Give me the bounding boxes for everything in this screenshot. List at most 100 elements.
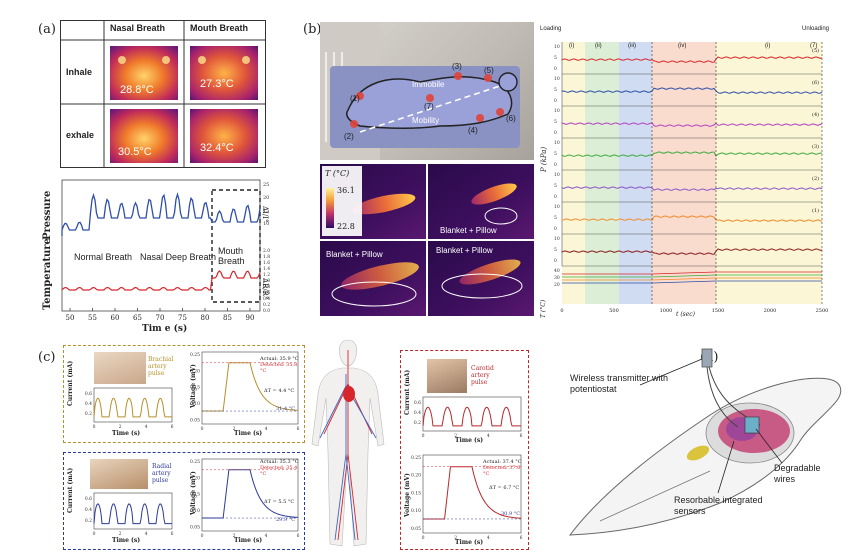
temp-exhale-nasal: 30.5°C: [118, 146, 152, 158]
breath-rtick-top-1: 20: [263, 195, 269, 201]
brachial-y-label: Current (mA): [67, 360, 74, 406]
sensor-ytick-6-2: 0: [554, 258, 557, 264]
carotid-v-x-label: Time (s): [455, 539, 484, 546]
brachial-svg-cur-xtick-0: 0: [93, 424, 96, 430]
breath-rtick-bottom-0: 2.0: [263, 248, 270, 254]
sensor-xtick-2000: 2000: [764, 308, 777, 314]
thermal-image-inhale-nasal: [110, 46, 178, 100]
temperature-series-line: [61, 270, 261, 291]
rat-head-svg: [568, 348, 842, 536]
carotid-delta: ΔT = 6.7 °C: [489, 485, 520, 491]
marker-5: (5): [484, 66, 494, 75]
marker-7: (7): [424, 102, 434, 111]
right-unit-bottom: ΔR/R°: [261, 278, 269, 300]
radial-svg-current-line: [93, 503, 172, 525]
circulatory-figure-svg: [311, 339, 385, 547]
radial-svg-cur-xtick-1: 2: [119, 531, 122, 537]
carotid-svg-volt-ytick-4: 0.05: [411, 526, 421, 532]
sensor-ytick-1-2: 0: [554, 98, 557, 104]
carotid-svg-volt-ytick-3: 0.10: [411, 508, 421, 514]
carotid-svg-volt-xtick-3: 6: [520, 535, 523, 541]
carotid-v-y-label: Voltage (mV): [404, 473, 411, 517]
sensor-series-5: [561, 186, 823, 191]
radial-svg-cur-xtick-0: 0: [93, 531, 96, 537]
radial-svg-volt-ytick-1: 0.20: [190, 475, 200, 481]
sensor-ytick-5-1: 5: [554, 215, 557, 221]
brachial-svg-cur-ytick-1: 0.4: [85, 401, 92, 407]
radial-delta: ΔT = 5.5 °C: [264, 499, 295, 505]
circulatory-figure: [302, 334, 394, 552]
carotid-svg-cur-xtick-2: 4: [487, 433, 490, 439]
sensor-ytick-5-0: 10: [554, 204, 560, 210]
thermal-grid-svg: [320, 164, 534, 316]
carotid-svg-volt-ytick-2: 0.15: [411, 490, 421, 496]
thermal-table: Nasal Breath Mouth Breath Inhale exhale …: [60, 20, 266, 168]
brachial-photo: [94, 352, 146, 384]
sensor-ytick-2-2: 0: [554, 130, 557, 136]
panel-label-a: (a): [38, 22, 56, 37]
brachial-delta: ΔT = 4.4 °C: [264, 388, 295, 394]
radial-svg-volt-xtick-2: 4: [265, 533, 268, 539]
sensors-label: Resorbable integrated sensors: [674, 495, 763, 516]
carotid-x-label: Time (s): [455, 437, 484, 444]
wires-label: Degradable wires: [774, 463, 821, 484]
brachial-svg-cur-ytick-2: 0.2: [85, 411, 92, 417]
radial-svg-volt-xtick-0: 0: [201, 533, 204, 539]
sensor-t-label: T (°C): [540, 299, 547, 318]
radial-svg-volt-ytick-3: 0.10: [190, 508, 200, 514]
radial-photo-label: Radial artery pulse: [152, 463, 172, 484]
panel-label-c: (c): [38, 350, 56, 365]
temperature-series-4: [562, 280, 822, 284]
brachial-svg-current-line: [93, 397, 172, 418]
thermal-image-inhale-mouth: [190, 46, 258, 100]
breath-x-label: Tim e (s): [142, 324, 188, 334]
sensor-ytick-6-1: 5: [554, 247, 557, 253]
sensor-series-2: [561, 87, 823, 94]
sensor-xtick-0: 0: [560, 308, 563, 314]
radial-svg-cur-xtick-3: 6: [171, 531, 174, 537]
carotid-actual: Actual: 37.4 °C: [483, 459, 522, 465]
sensor-ytick-1-0: 10: [554, 76, 560, 82]
breath-rtick-top-2: 15: [263, 208, 269, 214]
carotid-svg-cur-xtick-1: 2: [454, 433, 457, 439]
brachial-detected: Detected: 35.8 °C: [260, 362, 298, 374]
sensor-ytick-6-0: 10: [554, 236, 560, 242]
sensor-ytick-0-0: 10: [554, 44, 560, 50]
sensor-row-label-3: (3): [812, 143, 819, 150]
thermal-legend-max: 36.1: [337, 186, 355, 195]
sensor-ytick-0-2: 0: [554, 66, 557, 72]
radial-svg-voltage-line: [202, 469, 299, 519]
phase-7: (7): [810, 43, 818, 49]
radial-v-x-label: Time (s): [234, 537, 263, 544]
sensor-row-label-2: (4): [812, 111, 819, 118]
sensor-series-1: [561, 56, 823, 63]
temperature-series-3: [562, 277, 822, 281]
breath-rtick-bottom-8: 0.4: [263, 296, 270, 302]
blanket-ellipse-2: [331, 281, 417, 307]
brachial-svg-volt-xtick-2: 4: [265, 426, 268, 432]
sensor-ttick-2: 20: [554, 282, 560, 288]
mouth-breath-box: [211, 189, 261, 303]
row-header-exhale: exhale: [66, 130, 95, 140]
phase-i: (i): [569, 43, 575, 49]
radial-actual: Actual: 35.3 °C: [260, 459, 299, 465]
loading-label: Loading: [540, 26, 562, 32]
brachial-photo-label: Brachial artery pulse: [148, 356, 174, 377]
radial-svg-cur-ytick-2: 0.2: [85, 518, 92, 524]
breath-xtick-90: 90: [246, 314, 255, 322]
radial-svg-volt-ytick-0: 0.25: [190, 459, 200, 465]
carotid-svg-volt-ytick-0: 0.25: [411, 455, 421, 461]
radial-base: 29.9 °C: [276, 517, 296, 523]
breath-rtick-bottom-7: 0.6: [263, 290, 270, 296]
thermal-image-exhale-nasal: [110, 109, 178, 163]
breath-rtick-bottom-1: 1.8: [263, 254, 270, 260]
brachial-svg-volt-ytick-4: 0.05: [190, 417, 200, 423]
carotid-svg-cur-xtick-3: 6: [520, 433, 523, 439]
temperature-axis-label: Temperature: [42, 238, 53, 310]
col-header-nasal: Nasal Breath: [110, 23, 166, 33]
brachial-svg-volt-ytick-1: 0.20: [190, 368, 200, 374]
sensor-xtick-1500: 1500: [712, 308, 725, 314]
blanket-ellipse-1: [484, 207, 518, 225]
row-header-inhale: Inhale: [66, 67, 93, 77]
